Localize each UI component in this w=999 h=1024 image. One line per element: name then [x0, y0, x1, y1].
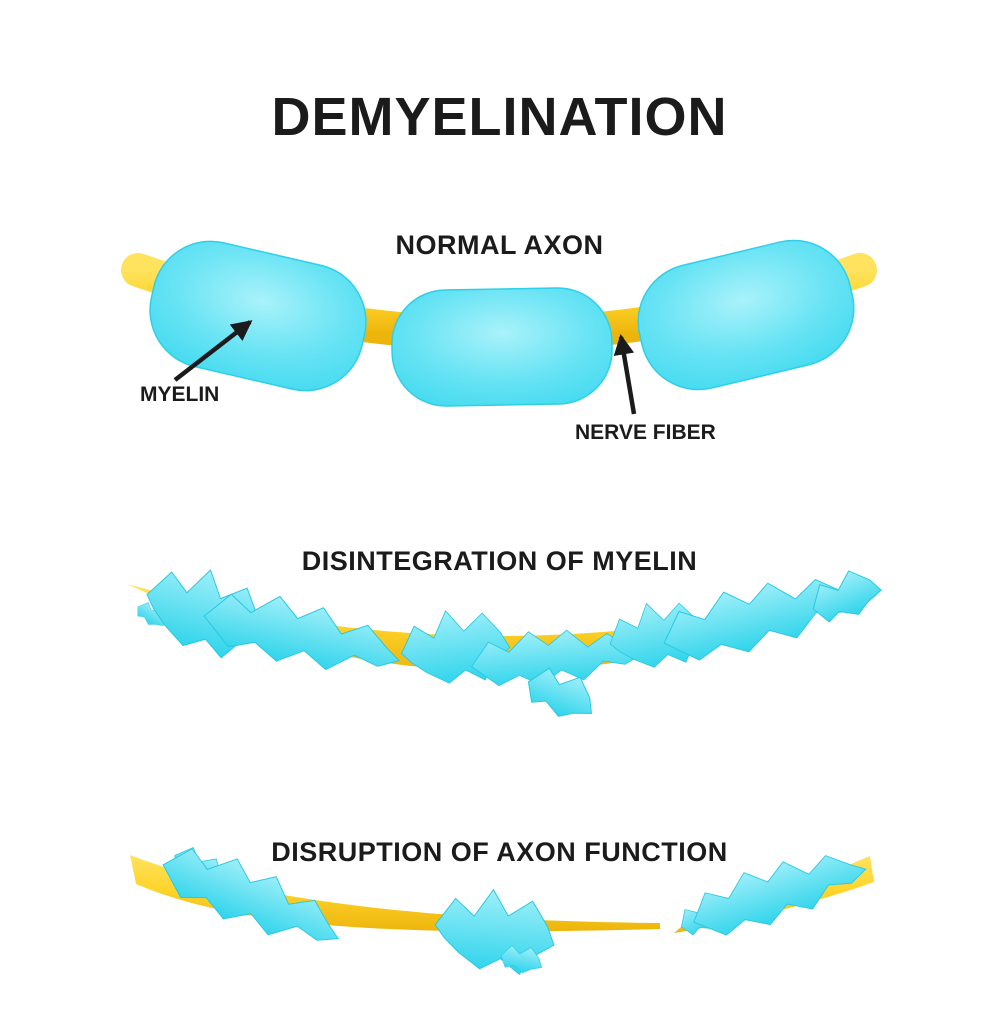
myelin-sheath-right [637, 239, 855, 391]
section-title-normal-axon: NORMAL AXON [395, 230, 604, 260]
myelin-arrow [173, 320, 253, 382]
disintegration-illustration [127, 555, 887, 728]
page-title: DEMYELINATION [271, 87, 728, 147]
annotation-myelin: MYELIN [140, 383, 220, 406]
annotation-nerve-fiber: NERVE FIBER [575, 421, 716, 444]
myelin-sheath-left [149, 240, 367, 392]
section-title-disruption: DISRUPTION OF AXON FUNCTION [271, 837, 728, 867]
section-title-disintegration: DISINTEGRATION OF MYELIN [301, 546, 698, 576]
disruption-illustration [130, 833, 874, 978]
normal-axon-illustration [121, 239, 877, 415]
nerve-fiber-arrow [613, 333, 637, 415]
myelin-sheath-middle [391, 287, 613, 407]
